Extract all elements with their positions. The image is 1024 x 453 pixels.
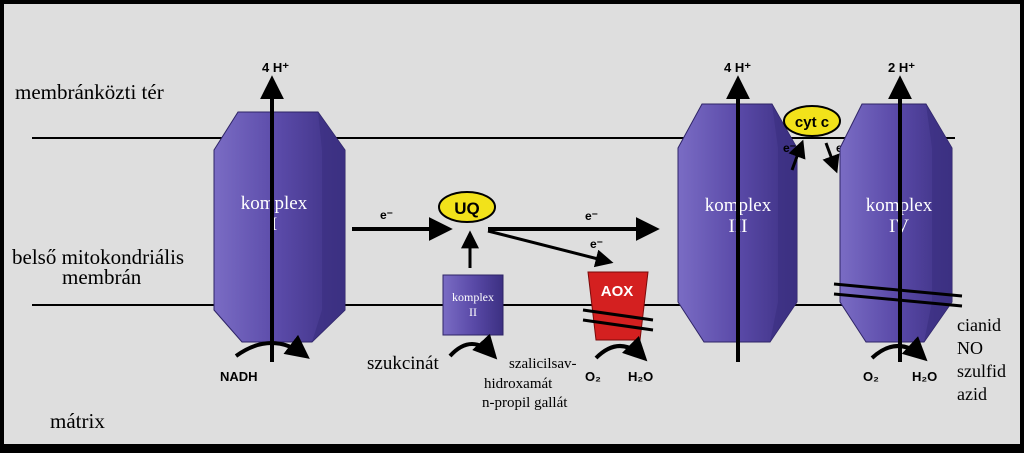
aox-enzyme: AOX: [582, 271, 654, 341]
aox-inhibitor-3: n-propil gallát: [482, 395, 568, 411]
aox-inhibitor-1: szalicilsav-: [509, 356, 576, 372]
complex-3-proton-label: 4 H⁺: [724, 60, 751, 75]
ubiquinone-carrier: [438, 191, 496, 223]
complex-2-name: komplex: [452, 290, 494, 304]
inner-membrane-label-2: membrán: [62, 265, 142, 289]
electron-arrow-aox: [487, 229, 614, 268]
cytochrome-c-label: cyt c: [795, 114, 829, 131]
succinate-arrow: [448, 333, 498, 360]
electron-label-aox: e⁻: [590, 237, 603, 251]
cox-inhibitor-3: szulfid: [957, 361, 1006, 381]
complex-2-roman: II: [469, 305, 477, 319]
complex-4-proton-label: 2 H⁺: [888, 60, 915, 75]
electron-arrow-3: [788, 139, 806, 171]
aox-inhibition-bar-1: [582, 308, 654, 322]
aox-inhibition-bar-2: [582, 318, 654, 332]
cytochrome-c-carrier: [783, 105, 841, 137]
complex-1-name: komplex: [241, 193, 308, 214]
cox-inhibitor-2: NO: [957, 338, 983, 358]
cox-inhibitor-4: azid: [957, 384, 987, 404]
intermembrane-label: membránközti tér: [15, 80, 164, 104]
nadh-label: NADH: [220, 369, 258, 384]
aox-inhibitor-2: hidroxamát: [484, 376, 553, 392]
aox-label: AOX: [601, 283, 634, 300]
complex-4-o2-arrow: [870, 336, 928, 362]
complex-1-proton-label: 4 H⁺: [262, 60, 289, 75]
electron-label-1: e⁻: [380, 208, 393, 222]
aox-o2-arrow: [594, 335, 648, 362]
aox-o2-label: O₂: [585, 369, 601, 384]
aox-h2o-label: H₂O: [628, 369, 653, 384]
complex-2: komplex II: [442, 274, 504, 336]
electron-label-3: e⁻: [783, 141, 796, 155]
succinate-label: szukcinát: [367, 353, 439, 374]
ubiquinone-label: UQ: [454, 199, 480, 218]
electron-arrow-4: [822, 142, 840, 174]
inner-membrane-label-1: belső mitokondriális: [12, 245, 184, 269]
complex-1-nadh-arrow: [234, 334, 310, 359]
electron-label-2: e⁻: [585, 209, 598, 223]
matrix-label: mátrix: [50, 409, 105, 433]
complex-1: komplex I: [213, 111, 346, 343]
complex-4-o2-label: O₂: [863, 369, 879, 384]
cox-inhibitor-1: cianid: [957, 315, 1001, 335]
complex-4-h2o-label: H₂O: [912, 369, 937, 384]
